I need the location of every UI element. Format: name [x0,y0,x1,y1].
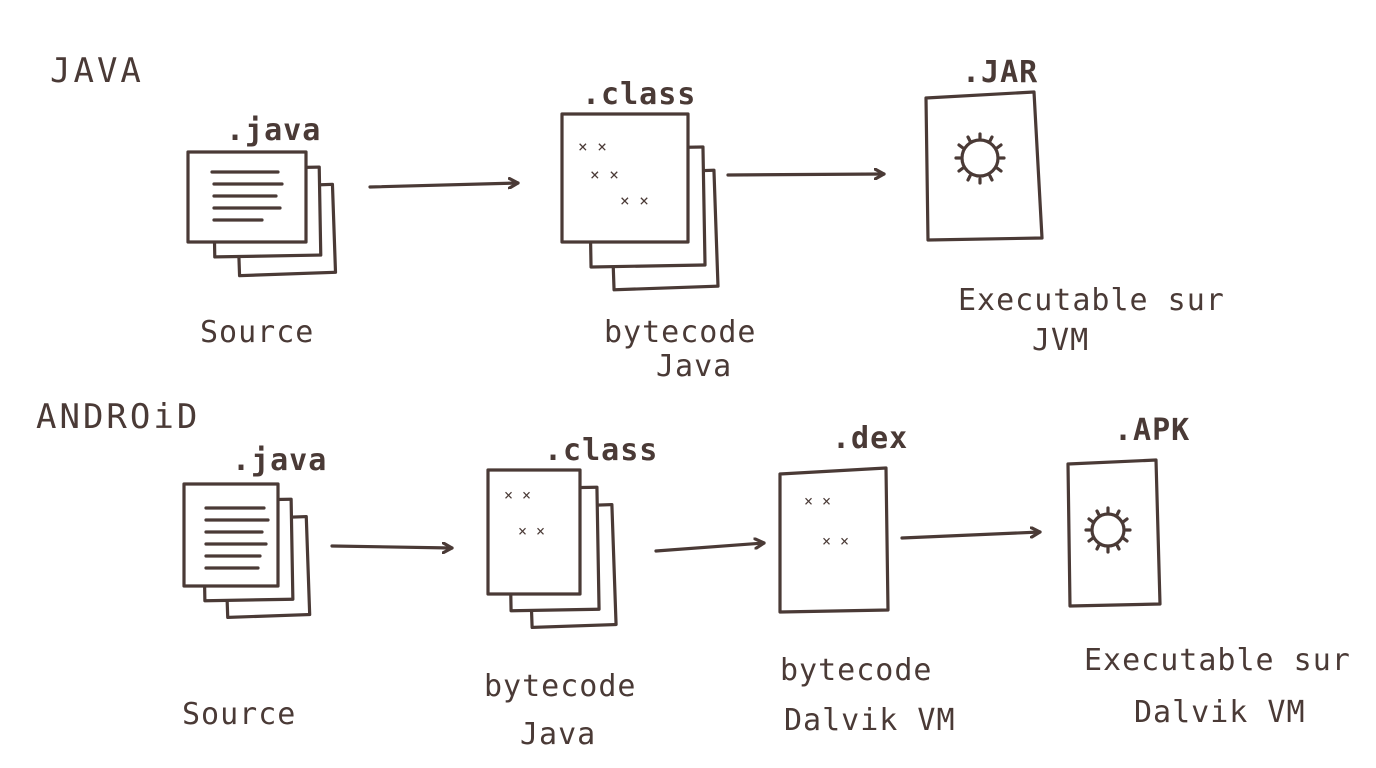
java-class-marks-1: × × [578,137,607,156]
java-source-document-icon [186,150,338,278]
java-class-marks-3: × × [620,191,649,210]
java-source-ext: .java [226,113,321,148]
jar-ext: .JAR [962,55,1038,90]
android-class-label-line1: bytecode [484,669,637,704]
android-source-label: Source [182,697,296,732]
android-source-ext: .java [232,443,327,478]
dex-marks-2: × × [822,532,849,550]
android-class-document-icon [486,468,618,630]
android-arrow-class-to-dex [654,543,766,553]
android-section-title: ANDROiD [36,397,200,437]
jar-gear-icon [954,132,1006,185]
apk-package-icon [1066,458,1162,608]
jar-package-icon [924,90,1044,242]
java-arrow-source-to-class [368,183,520,187]
jar-label-line1: Executable sur [958,283,1225,318]
java-class-label-line2: Java [656,349,732,384]
android-arrow-dex-to-apk [900,532,1042,540]
android-class-marks-1: × × [504,486,531,504]
java-source-label: Source [200,315,314,350]
java-arrow-class-to-jar [726,174,886,175]
dex-label-line2: Dalvik VM [784,703,956,738]
jar-label-line2: JVM [1032,323,1089,358]
java-section-title: JAVA [50,51,144,91]
apk-label-line2: Dalvik VM [1134,695,1306,730]
java-class-ext: .class [582,77,696,112]
java-class-marks-2: × × [590,165,619,184]
apk-gear-icon [1084,506,1132,554]
android-arrow-source-to-class [330,546,454,548]
android-class-marks-2: × × [518,522,545,540]
java-class-label-line1: bytecode [604,315,757,350]
android-class-ext: .class [544,433,658,468]
dex-document-icon [778,466,890,614]
dex-marks-1: × × [804,492,831,510]
dex-ext: .dex [832,421,908,456]
dex-label-line1: bytecode [780,653,933,688]
apk-ext: .APK [1114,413,1190,448]
android-class-label-line2: Java [520,717,596,752]
android-source-document-icon [182,482,312,620]
java-class-document-icon [560,112,720,292]
apk-label-line1: Executable sur [1084,643,1351,678]
